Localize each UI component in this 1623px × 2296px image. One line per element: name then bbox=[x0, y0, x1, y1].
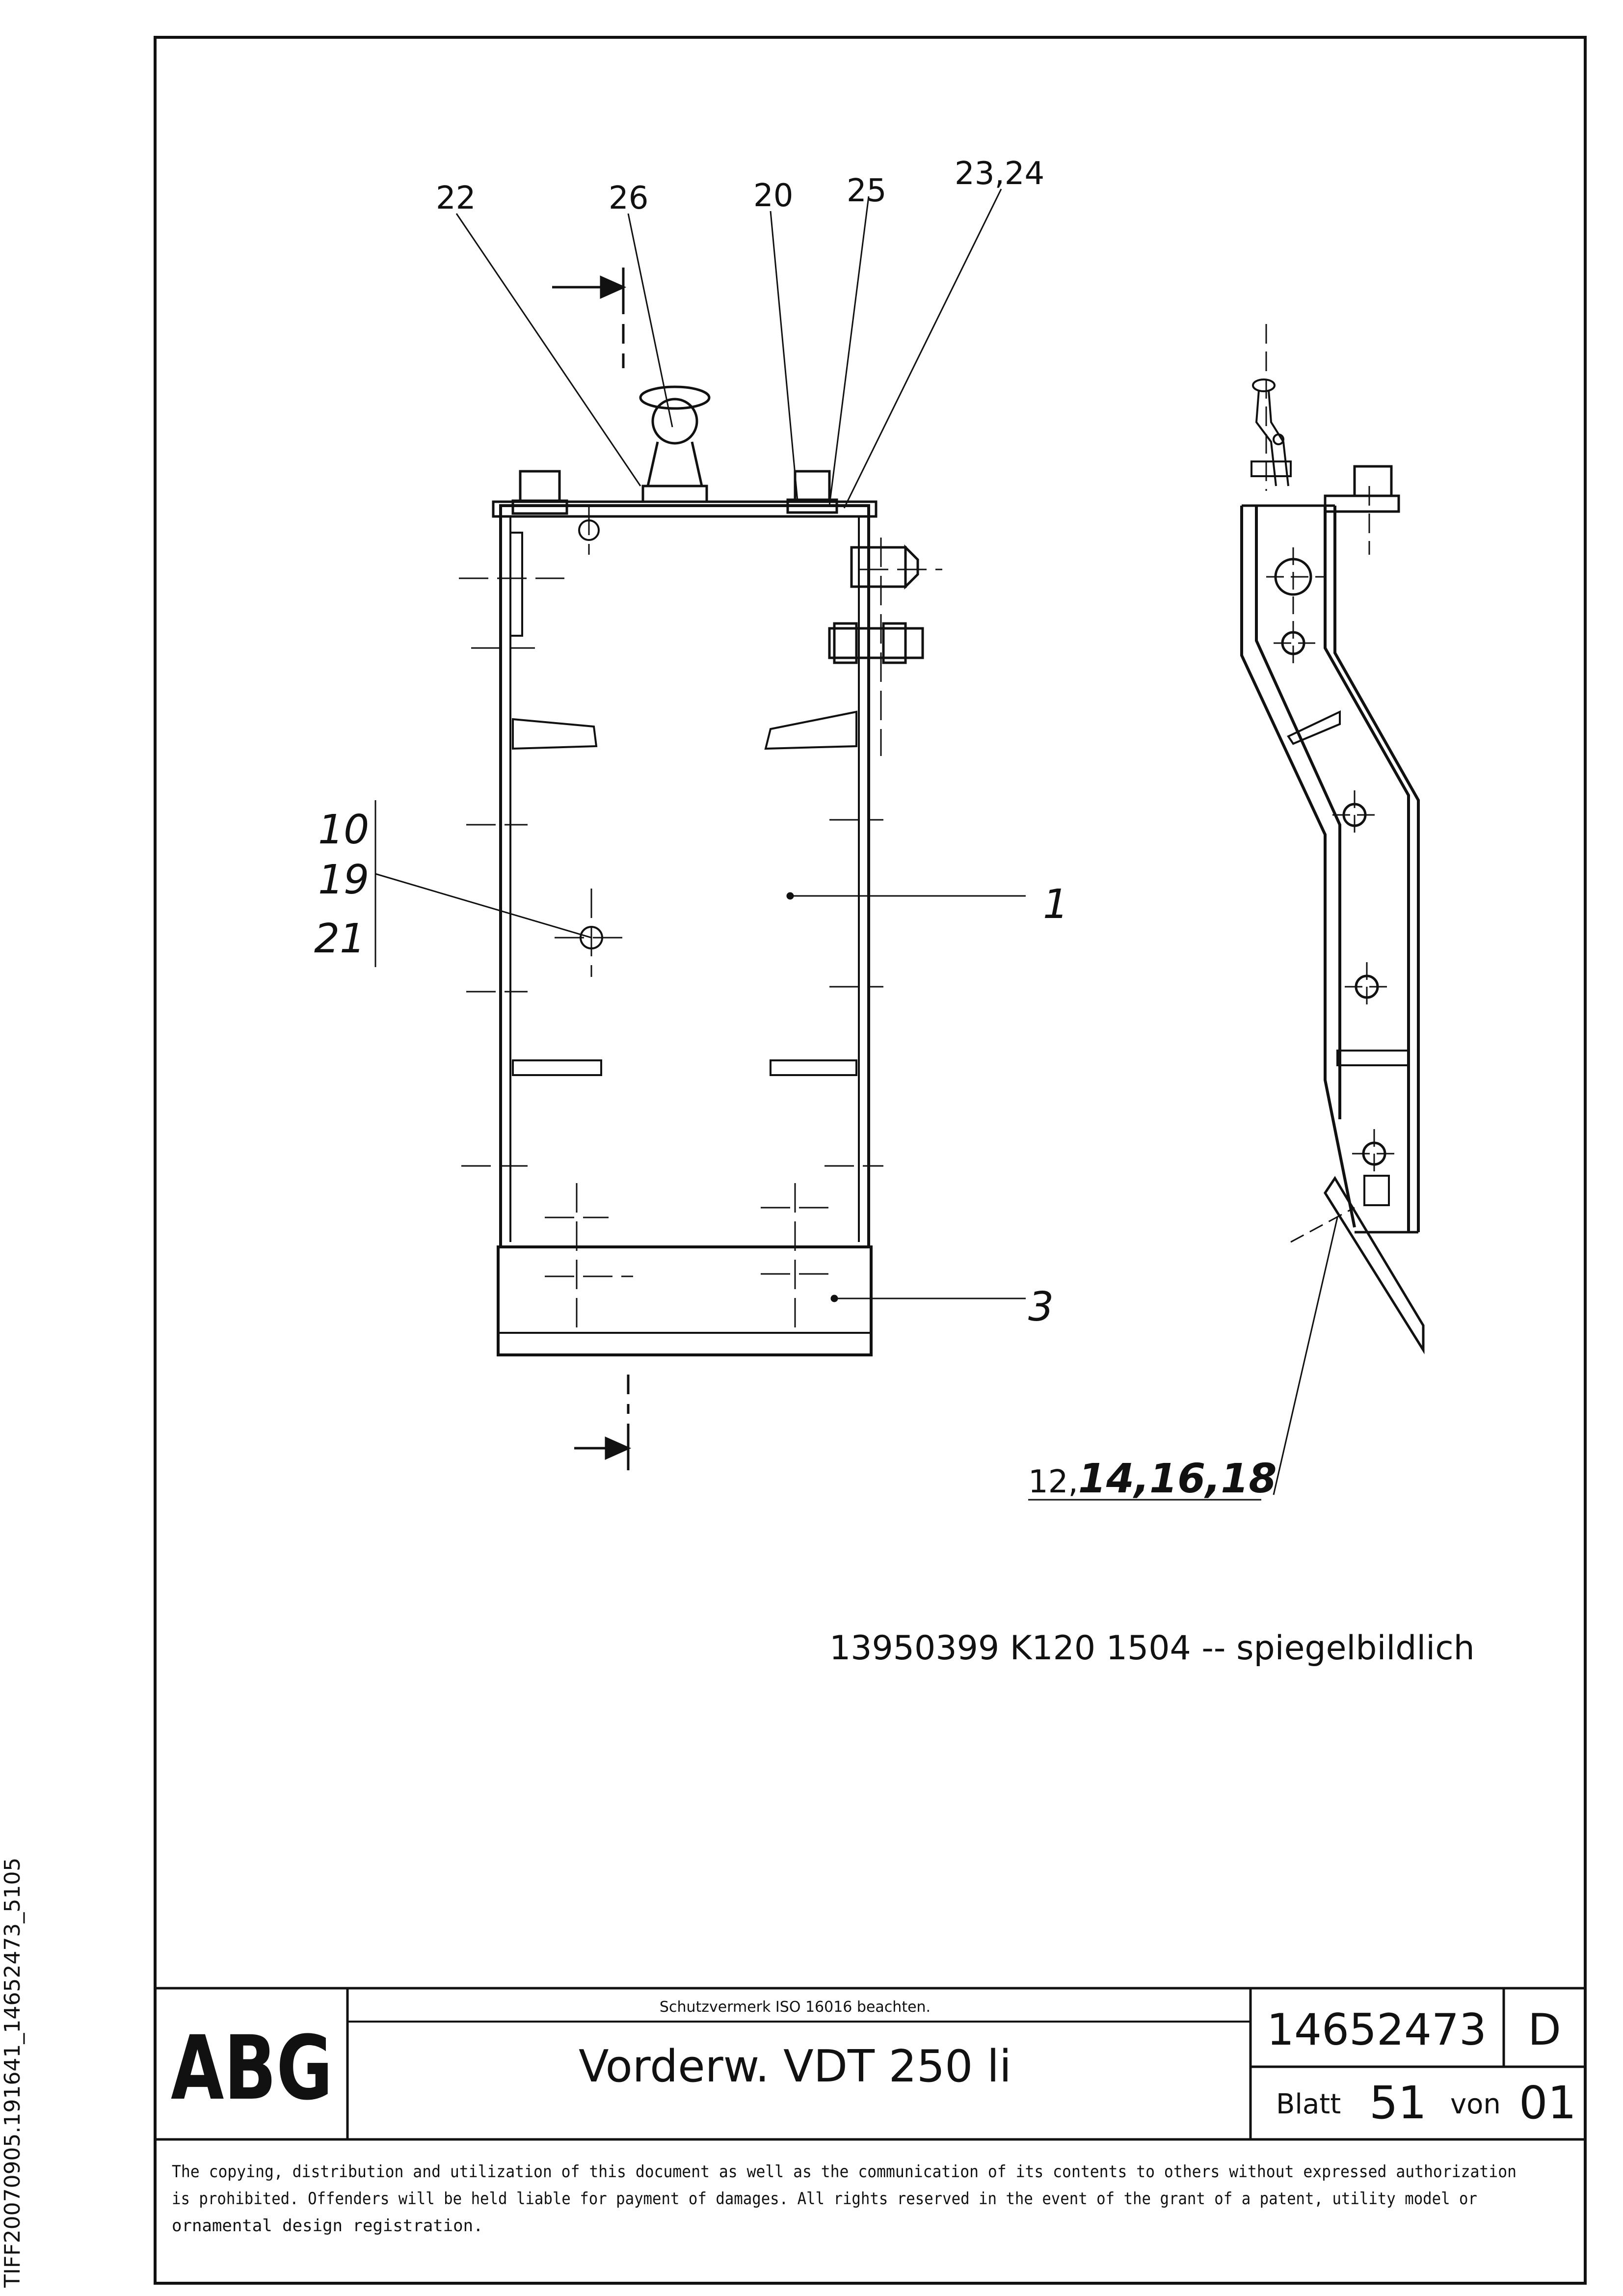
sheet-number: 51 bbox=[1369, 2077, 1427, 2129]
company-logo: ABG bbox=[171, 2017, 333, 2120]
callout-26: 26 bbox=[609, 180, 648, 216]
callout-21: 21 bbox=[314, 916, 365, 962]
sheet-label: Blatt bbox=[1276, 2088, 1341, 2120]
side-view bbox=[1240, 324, 1425, 1354]
document-number: 14652473 bbox=[1267, 2004, 1487, 2055]
sheet-total: 01 bbox=[1519, 2077, 1576, 2129]
callout-23-24: 23,24 bbox=[955, 156, 1044, 192]
of-label: von bbox=[1450, 2088, 1501, 2120]
protection-note: Schutzvermerk ISO 16016 beachten. bbox=[660, 1999, 931, 2016]
legal-notice-line-2: is prohibited. Offenders will be held li… bbox=[172, 2189, 1477, 2209]
callout-22: 22 bbox=[436, 180, 476, 216]
title-block bbox=[155, 1987, 1585, 2141]
callout-20: 20 bbox=[753, 178, 793, 214]
legal-notice-line-3: ornamental design registration. bbox=[172, 2216, 483, 2236]
callout-10: 10 bbox=[318, 807, 369, 853]
callout-part-1: 1 bbox=[1043, 881, 1068, 928]
callout-fasteners: 12,14,16,18 bbox=[1028, 1456, 1277, 1502]
drawing-frame bbox=[154, 36, 1587, 2285]
callout-19: 19 bbox=[318, 857, 369, 903]
legal-notice-line-1: The copying, distribution and utilizatio… bbox=[172, 2162, 1517, 2182]
side-identifier: TIFF20070905.191641_14652473_5105 bbox=[0, 1858, 25, 2288]
front-view bbox=[459, 268, 942, 1470]
drawing-title: Vorderw. VDT 250 li bbox=[579, 2041, 1011, 2092]
leader-lines bbox=[374, 189, 1338, 1501]
reference-note: 13950399 K120 1504 -- spiegelbildlich bbox=[829, 1629, 1475, 1668]
callout-part-3: 3 bbox=[1028, 1284, 1054, 1330]
callout-25: 25 bbox=[847, 173, 886, 209]
revision: D bbox=[1528, 2004, 1561, 2055]
